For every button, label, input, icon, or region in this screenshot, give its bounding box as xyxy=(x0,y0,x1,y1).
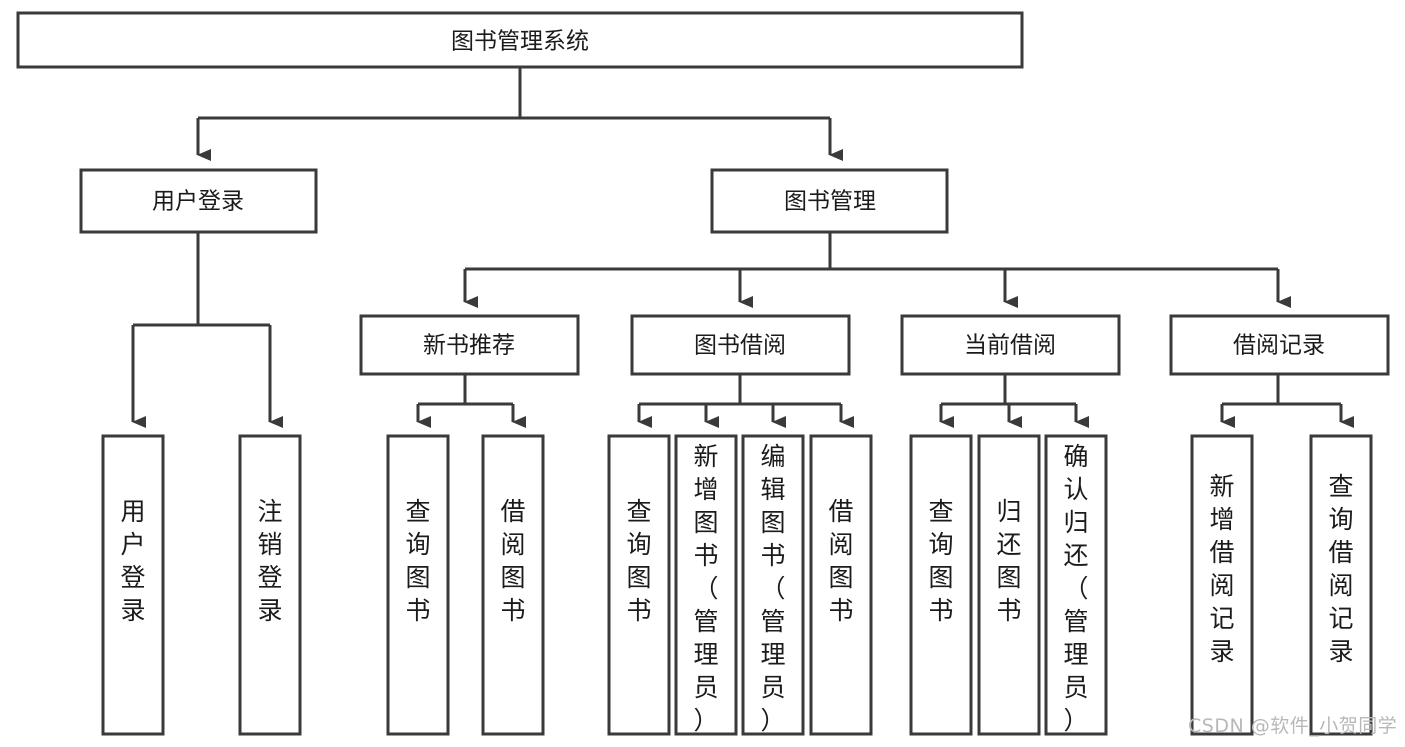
node-leaf-confirm-return[interactable]: 确认归还（管理员） xyxy=(1044,434,1108,736)
node-leaf-return-book[interactable]: 归还图书 xyxy=(977,434,1041,736)
node-leaf-query-book-3[interactable]: 查询图书 xyxy=(909,434,973,736)
node-leaf-user-login-box[interactable] xyxy=(101,434,165,736)
connector-layer xyxy=(131,67,1354,428)
node-leaf-query-record-box[interactable] xyxy=(1309,434,1373,736)
node-new-book-rec-label: 新书推荐 xyxy=(423,333,515,359)
node-leaf-query-book-3-label: 查询图书 xyxy=(928,497,953,625)
node-user-login[interactable]: 用户登录 xyxy=(79,168,318,234)
node-leaf-user-login[interactable]: 用户登录 xyxy=(101,434,165,736)
node-borrow-record-box[interactable] xyxy=(1169,314,1390,376)
node-leaf-user-logout[interactable]: 注销登录 xyxy=(238,434,302,736)
node-leaf-add-book[interactable]: 新增图书（管理员） xyxy=(674,434,738,736)
node-leaf-confirm-return-label: 确认归还（管理员） xyxy=(1063,442,1088,735)
node-leaf-query-book-1[interactable]: 查询图书 xyxy=(386,434,450,736)
node-leaf-borrow-book-2-label: 借阅图书 xyxy=(828,497,853,625)
node-book-borrow[interactable]: 图书借阅 xyxy=(630,314,851,376)
node-book-manage-box[interactable] xyxy=(710,168,949,234)
node-leaf-borrow-book-1-box[interactable] xyxy=(481,434,545,736)
node-leaf-query-book-2-box[interactable] xyxy=(607,434,671,736)
node-leaf-query-book-2-label: 查询图书 xyxy=(626,497,651,625)
node-leaf-add-book-label: 新增图书（管理员） xyxy=(693,442,718,735)
node-user-login-box[interactable] xyxy=(79,168,318,234)
node-book-borrow-label: 图书借阅 xyxy=(694,333,786,359)
node-leaf-confirm-return-box[interactable] xyxy=(1044,434,1108,736)
node-leaf-borrow-book-2-box[interactable] xyxy=(809,434,873,736)
node-leaf-edit-book-label: 编辑图书（管理员） xyxy=(760,442,785,735)
node-leaf-user-login-label: 用户登录 xyxy=(120,497,145,625)
node-borrow-record[interactable]: 借阅记录 xyxy=(1169,314,1390,376)
node-book-manage[interactable]: 图书管理 xyxy=(710,168,949,234)
node-user-login-label: 用户登录 xyxy=(152,189,244,215)
node-current-borrow[interactable]: 当前借阅 xyxy=(900,314,1121,376)
node-root-label: 图书管理系统 xyxy=(451,29,589,55)
node-current-borrow-box[interactable] xyxy=(900,314,1121,376)
node-leaf-borrow-book-1-label: 借阅图书 xyxy=(500,497,525,625)
node-leaf-add-record-box[interactable] xyxy=(1190,434,1254,736)
csdn-watermark: CSDN @软件_小贺同学 xyxy=(1188,715,1398,737)
node-new-book-rec[interactable]: 新书推荐 xyxy=(359,314,580,376)
node-leaf-borrow-book-1[interactable]: 借阅图书 xyxy=(481,434,545,736)
node-leaf-borrow-book-2[interactable]: 借阅图书 xyxy=(809,434,873,736)
node-leaf-user-logout-label: 注销登录 xyxy=(257,497,282,625)
node-current-borrow-label: 当前借阅 xyxy=(964,333,1056,359)
node-book-manage-label: 图书管理 xyxy=(784,189,876,215)
node-root[interactable]: 图书管理系统 xyxy=(16,11,1024,69)
node-book-borrow-box[interactable] xyxy=(630,314,851,376)
node-leaf-query-record[interactable]: 查询借阅记录 xyxy=(1309,434,1373,736)
node-leaf-add-record[interactable]: 新增借阅记录 xyxy=(1190,434,1254,736)
node-borrow-record-label: 借阅记录 xyxy=(1233,333,1325,359)
node-leaf-user-logout-box[interactable] xyxy=(238,434,302,736)
node-leaf-add-book-box[interactable] xyxy=(674,434,738,736)
node-new-book-rec-box[interactable] xyxy=(359,314,580,376)
node-leaf-query-book-3-box[interactable] xyxy=(909,434,973,736)
node-leaf-query-book-1-label: 查询图书 xyxy=(405,497,430,625)
node-leaf-query-book-1-box[interactable] xyxy=(386,434,450,736)
node-leaf-edit-book[interactable]: 编辑图书（管理员） xyxy=(741,434,805,736)
node-root-box[interactable] xyxy=(16,11,1024,69)
node-leaf-edit-book-box[interactable] xyxy=(741,434,805,736)
node-leaf-query-record-label: 查询借阅记录 xyxy=(1328,472,1353,666)
node-leaf-add-record-label: 新增借阅记录 xyxy=(1209,472,1234,666)
node-leaf-return-book-box[interactable] xyxy=(977,434,1041,736)
node-leaf-return-book-label: 归还图书 xyxy=(996,497,1021,625)
node-leaf-query-book-2[interactable]: 查询图书 xyxy=(607,434,671,736)
